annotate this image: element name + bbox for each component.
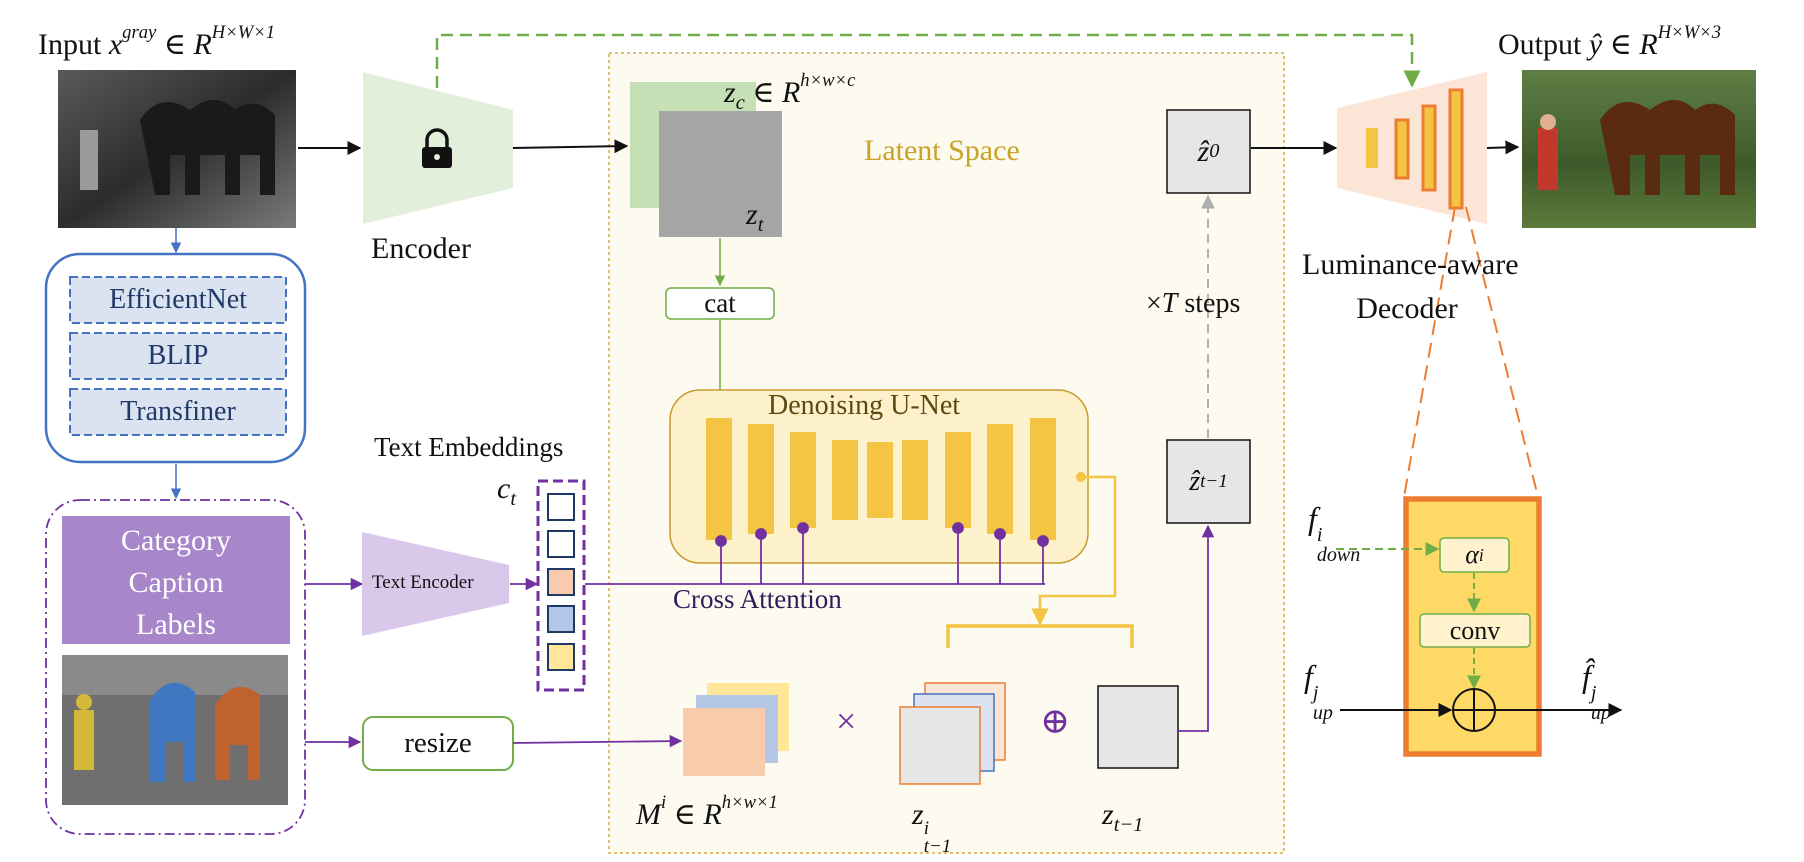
oplus-symbol: ⊕ [1040,701,1071,741]
blip-label: BLIP [147,340,209,371]
zt1-hat-box [1166,439,1251,524]
zc-label: zc ∈ Rh×w×c [724,70,856,114]
multiply-symbol: × [836,701,857,741]
output-color-image [1522,70,1756,228]
embedding-token [547,568,575,596]
decoder-layer [1394,118,1410,180]
unet-layers [706,418,1056,540]
skip-connection [435,33,1421,88]
embedding-token [547,643,575,671]
zoom-line-left [1403,206,1456,498]
arrow-decoder-output [1486,140,1520,155]
conv-label: conv [1449,616,1501,645]
cross-attention-label: Cross Attention [673,584,842,614]
labels-text: Labels [136,608,216,641]
zt-square [659,111,782,237]
transfiner-box [69,388,287,436]
decoder-layer [1421,104,1437,192]
cat-label: cat [704,288,736,318]
arrow-zt1-feedback [1178,524,1215,732]
resize-label: resize [404,727,472,759]
category-caption-labels-text: Category Caption Labels [62,520,290,646]
steps-label: ×T steps [1146,288,1241,319]
mi-label: Mi ∈ Rh×w×1 [636,792,778,831]
category-text: Category [121,524,231,557]
yellow-bracket [946,624,1134,648]
sum-node [1452,688,1496,732]
decoder-layer [1366,128,1378,168]
embedding-token [547,605,575,633]
segmentation-image [62,655,288,805]
ct-label: ct [497,472,516,511]
latent-space-label: Latent Space [864,134,1020,167]
input-gray-image [58,70,296,228]
cat-box[interactable] [665,287,775,320]
z0-hat-box [1166,109,1251,194]
text-encoder-block [362,532,509,636]
text-embeddings-label: Text Embeddings [374,432,564,462]
efficientnet-box [69,276,287,324]
input-label: Input xgray ∈ RH×W×1 [38,22,276,61]
mask-stack [683,683,789,776]
decoder-label-line1: Luminance-aware [1302,248,1519,281]
embedding-token [547,530,575,558]
blip-box [69,332,287,380]
unet-label: Denoising U-Net [768,390,961,421]
embedding-token [547,493,575,521]
zt1-box [1097,685,1179,769]
arrow-resize-mask [512,734,683,748]
transfiner-label: Transfiner [120,396,236,427]
alpha-box [1439,537,1510,573]
zit1-stack [899,682,1006,785]
decoder-block [1337,72,1487,224]
arrow-encoder-latent [512,139,629,154]
category-caption-labels-box [62,516,290,644]
unet-output-path [1031,475,1117,626]
lock-icon [422,128,452,168]
text-encoder-label: Text Encoder [372,572,474,593]
cross-attention-links [585,522,1049,585]
output-label: Output ŷ ∈ RH×W×3 [1498,22,1722,61]
efficientnet-label: EfficientNet [109,284,247,315]
zt-label: zt [746,198,764,237]
zt1-label: zt−1 [1102,798,1144,837]
zoom-line-right [1465,206,1539,498]
decoder-label-line2: Decoder [1356,292,1458,325]
decoder-layer [1448,88,1464,210]
caption-text: Caption [128,566,224,599]
resize-box[interactable] [362,716,514,771]
encoder-label: Encoder [371,232,471,265]
conv-box [1419,613,1531,648]
